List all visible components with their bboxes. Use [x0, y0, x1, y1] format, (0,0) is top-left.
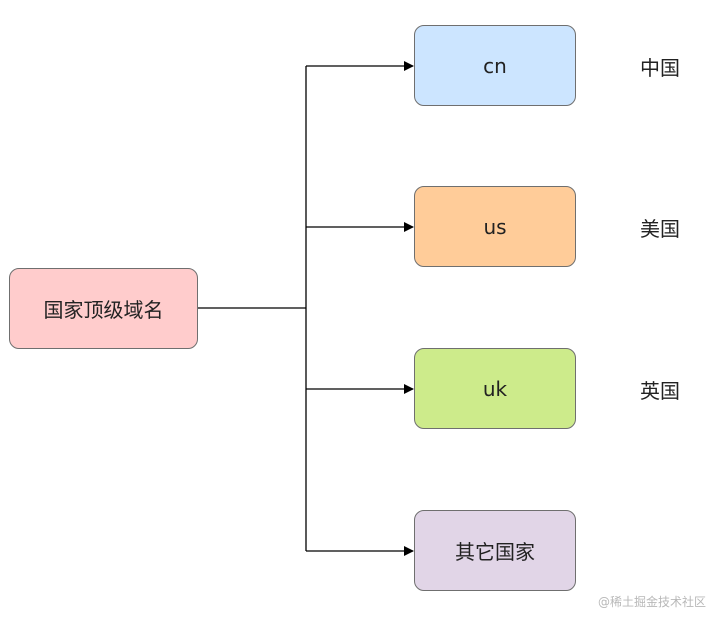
node-uk-label: uk — [482, 376, 508, 401]
side-label-cn: 中国 — [640, 56, 680, 80]
side-label-us: 美国 — [640, 217, 680, 241]
node-other-label: 其它国家 — [455, 540, 535, 564]
watermark: @稀土掘金技术社区 — [597, 595, 706, 609]
node-us-label: us — [483, 214, 507, 239]
root-node-label: 国家顶级域名 — [43, 298, 164, 322]
side-label-uk: 英国 — [640, 379, 680, 403]
node-other: 其它国家 — [414, 510, 576, 591]
root-node: 国家顶级域名 — [9, 268, 198, 349]
node-us: us — [414, 186, 576, 267]
node-uk: uk — [414, 348, 576, 429]
node-cn-label: cn — [483, 53, 507, 78]
node-cn: cn — [414, 25, 576, 106]
